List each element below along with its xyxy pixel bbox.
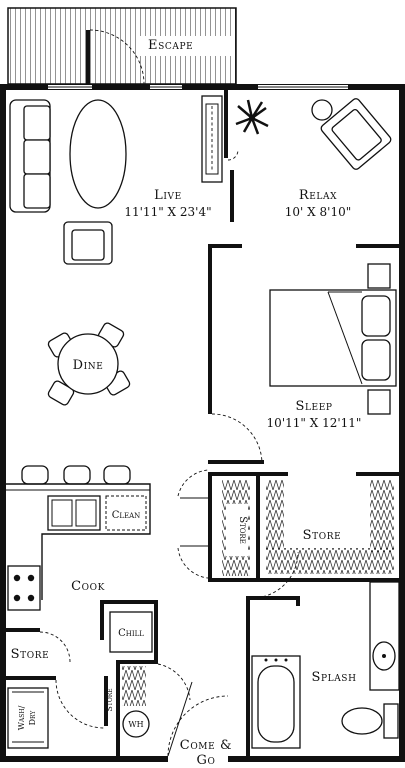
room-label-splash: Splash	[311, 670, 356, 685]
room-label-store-entry: Store	[11, 647, 50, 662]
bed	[269, 263, 397, 415]
lounge-chair	[320, 98, 392, 170]
fixture-label-water-heater: WH	[128, 720, 143, 729]
water-heater	[122, 710, 150, 738]
kitchen-sink	[47, 495, 101, 531]
room-label-come-go-line1: Come &	[180, 738, 232, 753]
armchair	[63, 221, 113, 265]
vanity-sink	[369, 581, 400, 691]
bar-stools	[21, 465, 131, 485]
room-dimensions-relax: 10' X 8'10"	[285, 205, 351, 219]
toilet	[341, 703, 399, 739]
room-label-sleep: Sleep	[295, 399, 332, 414]
closet-rod-left	[222, 480, 250, 576]
interior-walls	[0, 90, 399, 757]
room-label-dine: Dine	[73, 358, 104, 373]
stove	[7, 565, 41, 611]
fixture-label-wash: Wash/	[17, 705, 26, 730]
room-label-live: Live	[154, 188, 182, 203]
dishwasher	[105, 495, 147, 531]
room-label-cook: Cook	[71, 579, 105, 594]
coffee-table	[69, 99, 127, 209]
fixture-label-dry: Dry	[28, 710, 37, 726]
room-label-escape: Escape	[148, 38, 193, 53]
room-label-relax: Relax	[299, 188, 337, 203]
room-label-come-go-line2: Go	[197, 753, 216, 768]
closet-rod-right	[266, 480, 394, 574]
fixture-label-chill: Chill	[118, 628, 144, 639]
side-table	[311, 99, 333, 121]
room-dimensions-live: 11'11" X 23'4"	[124, 205, 211, 219]
kitchen-counter	[6, 483, 151, 600]
storage-shelf	[122, 666, 146, 706]
room-label-store-closet: Store	[303, 528, 342, 543]
sofa	[9, 99, 51, 213]
dining-table	[47, 322, 131, 406]
balcony	[7, 7, 237, 85]
refrigerator	[109, 611, 153, 653]
room-label-store-bedroom: Store	[237, 516, 248, 544]
bathtub	[251, 655, 301, 749]
plant-icon	[235, 99, 269, 135]
room-dimensions-sleep: 10'11" X 12'11"	[267, 416, 362, 430]
tv-cabinet	[201, 95, 223, 183]
fixture-label-store-small: Store	[105, 688, 114, 711]
washer-dryer	[7, 687, 49, 749]
fixture-label-clean: Clean	[112, 510, 141, 521]
exterior-walls	[0, 84, 405, 762]
